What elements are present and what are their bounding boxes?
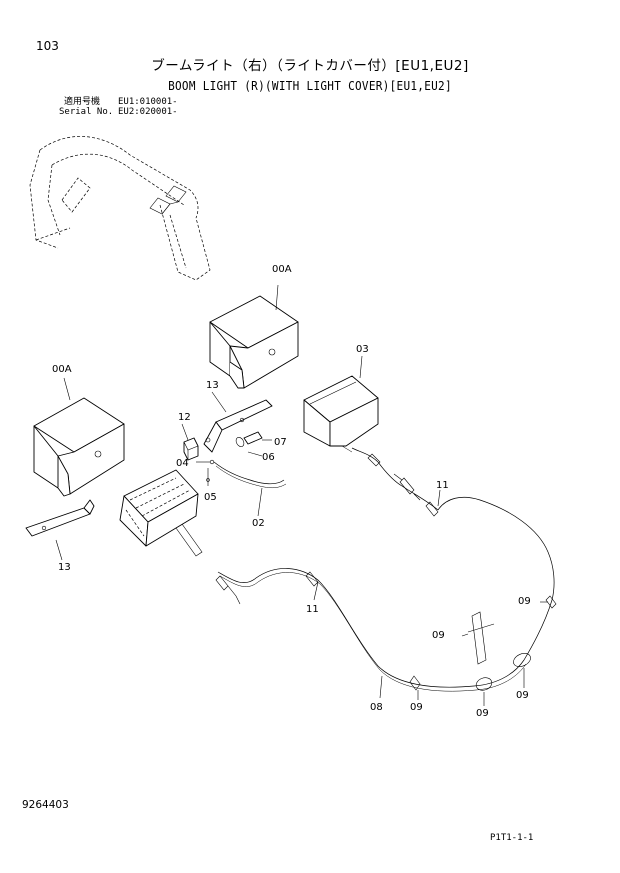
callout-13-left: 13: [58, 562, 71, 573]
callout-09-c: 09: [516, 690, 529, 701]
callout-02: 02: [252, 518, 265, 529]
page-title-en: BOOM LIGHT (R)(WITH LIGHT COVER)[EU1,EU2…: [168, 79, 452, 93]
callout-03: 03: [356, 344, 369, 355]
page-code: P1T1-1-1: [490, 833, 534, 843]
excavator-boom-outline: [29, 136, 211, 281]
callout-06: 06: [262, 452, 275, 463]
cable-short: [213, 461, 287, 517]
small-parts: [181, 423, 272, 486]
document-number: 9264403: [22, 799, 69, 811]
callout-11-right: 11: [436, 480, 449, 491]
callout-labels: 00A 00A 03 13 12 07 06 04 05 02 11 13 11…: [52, 264, 531, 719]
callout-05: 05: [204, 492, 217, 503]
callout-13-top: 13: [206, 380, 219, 391]
callout-09-a: 09: [518, 596, 531, 607]
callout-08: 08: [370, 702, 383, 713]
light-cover-top: [209, 284, 299, 389]
callout-12: 12: [178, 412, 191, 423]
page-number: 103: [36, 39, 59, 53]
callout-09-d: 09: [410, 702, 423, 713]
callout-09-e: 09: [476, 708, 489, 719]
serial-value-eu2: EU2:020001-: [118, 107, 178, 117]
callout-00a-left: 00A: [52, 364, 72, 375]
light-housing: [303, 355, 379, 447]
bracket-upper: [203, 391, 273, 453]
lamp-body: [119, 469, 203, 557]
callout-11-mid: 11: [306, 604, 319, 615]
callout-09-b: 09: [432, 630, 445, 641]
light-cover-left: [33, 377, 125, 497]
page-title-jp: ブームライト（右）（ライトカバー付）[EU1,EU2]: [151, 58, 469, 74]
callout-00a-top: 00A: [272, 264, 292, 275]
serial-value-eu1: EU1:010001-: [118, 97, 178, 107]
bracket-left: [25, 499, 95, 561]
serial-label-jp: 適用号機: [64, 97, 101, 107]
callout-07: 07: [274, 437, 287, 448]
cable-clips: [409, 595, 557, 706]
callout-04: 04: [176, 458, 189, 469]
serial-label-en: Serial No.: [59, 107, 114, 117]
